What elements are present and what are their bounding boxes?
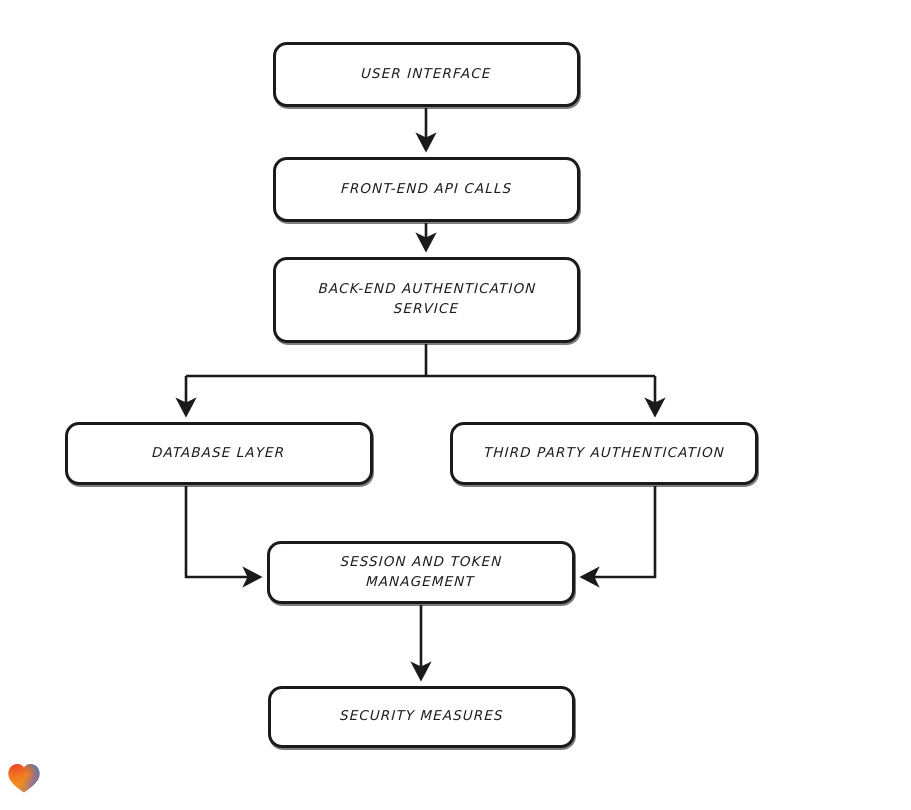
node-back-end-auth-service-label: BACK-END AUTHENTICATION SERVICE: [317, 281, 537, 317]
node-security-measures-label: SECURITY MEASURES: [339, 708, 504, 725]
node-database-layer-label: DATABASE LAYER: [152, 444, 287, 461]
node-third-party-auth-label: THIRD PARTY AUTHENTICATION: [483, 444, 725, 461]
connector-third-party-to-session: [579, 486, 657, 588]
node-back-end-auth-service[interactable]: BACK-END AUTHENTICATION SERVICE: [273, 257, 580, 343]
node-database-layer[interactable]: DATABASE LAYER: [65, 422, 373, 485]
node-front-end-api-calls-label: FRONT-END API CALLS: [340, 180, 513, 197]
connector-auth-split-trunk: [186, 344, 655, 378]
node-security-measures[interactable]: SECURITY MEASURES: [268, 686, 575, 748]
node-user-interface-label: USER INTERFACE: [360, 65, 493, 82]
node-user-interface[interactable]: USER INTERFACE: [273, 42, 580, 107]
node-front-end-api-calls[interactable]: FRONT-END API CALLS: [273, 157, 580, 222]
node-session-token-management[interactable]: SESSION AND TOKEN MANAGEMENT: [267, 541, 575, 604]
heart-icon: [8, 763, 40, 793]
node-session-token-management-label: SESSION AND TOKEN MANAGEMENT: [340, 553, 503, 590]
node-third-party-auth[interactable]: THIRD PARTY AUTHENTICATION: [450, 422, 758, 485]
connector-database-to-session: [184, 486, 263, 588]
